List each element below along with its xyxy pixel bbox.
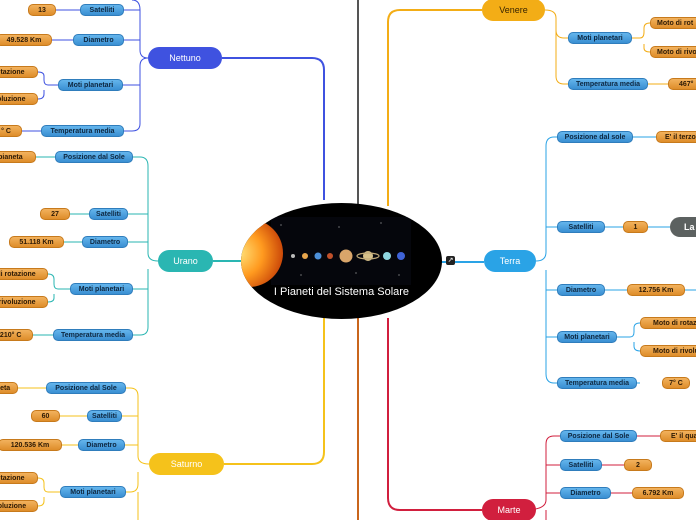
marte-posizione-label[interactable]: Posizione dal Sole [560, 430, 637, 442]
urano-posizione-label[interactable]: Posizione dal Sole [55, 151, 133, 163]
marte-diametro-value[interactable]: 6.792 Km [632, 487, 684, 499]
urano-temperatura-label[interactable]: Temperatura media [53, 329, 133, 341]
urano-rivoluzione[interactable]: di rivoluzione [0, 296, 48, 308]
saturno-moti-label[interactable]: Moti planetari [60, 486, 126, 498]
marte-satelliti-label[interactable]: Satelliti [560, 459, 602, 471]
terra-rotazione[interactable]: Moto di rotazio [640, 317, 696, 329]
planet-venere[interactable]: Venere [482, 0, 545, 21]
terra-satelliti-label[interactable]: Satelliti [557, 221, 605, 233]
nettuno-satelliti-label[interactable]: Satelliti [80, 4, 124, 16]
central-topic-title: I Pianeti del Sistema Solare [273, 286, 410, 298]
marte-satelliti-value[interactable]: 2 [624, 459, 652, 471]
venere-rivoluzione[interactable]: Moto di rivo [650, 46, 696, 58]
planet-nettuno[interactable]: Nettuno [148, 47, 222, 69]
nettuno-satelliti-value[interactable]: 13 [28, 4, 56, 16]
saturno-rivoluzione[interactable]: ivoluzione [0, 500, 38, 512]
nettuno-diametro-label[interactable]: Diametro [73, 34, 124, 46]
venere-moti-label[interactable]: Moti planetari [568, 32, 632, 44]
planet-urano[interactable]: Urano [158, 250, 213, 272]
urano-temperatura-value[interactable]: -210° C [0, 329, 33, 341]
external-link-icon[interactable]: ↗ [446, 256, 455, 265]
marte-diametro-label[interactable]: Diametro [560, 487, 611, 499]
terra-luna-node[interactable]: La [670, 217, 696, 237]
central-topic[interactable]: I Pianeti del Sistema Solare [241, 203, 442, 319]
marte-posizione-value[interactable]: E' il qua [660, 430, 696, 442]
nettuno-rivoluzione[interactable]: rivoluzione [0, 93, 38, 105]
nettuno-temperatura-value[interactable]: ° C [0, 125, 22, 137]
urano-moti-label[interactable]: Moti planetari [70, 283, 133, 295]
urano-diametro-label[interactable]: Diametro [82, 236, 128, 248]
venere-rotazione[interactable]: Moto di rot [650, 17, 696, 29]
venere-temperatura-label[interactable]: Temperatura media [568, 78, 648, 90]
saturno-posizione-value[interactable]: neta [0, 382, 18, 394]
nettuno-diametro-value[interactable]: 49.528 Km [0, 34, 52, 46]
saturno-satelliti-label[interactable]: Satelliti [87, 410, 122, 422]
terra-rivoluzione[interactable]: Moto di rivolu [640, 345, 696, 357]
solar-system-image [241, 217, 411, 287]
planet-marte[interactable]: Marte [482, 499, 536, 520]
nettuno-temperatura-label[interactable]: Temperatura media [41, 125, 124, 137]
urano-rotazione[interactable]: di rotazione [0, 268, 48, 280]
saturno-posizione-label[interactable]: Posizione dal Sole [46, 382, 126, 394]
urano-diametro-value[interactable]: 51.118 Km [9, 236, 64, 248]
terra-diametro-label[interactable]: Diametro [557, 284, 605, 296]
terra-posizione-value[interactable]: E' il terzo [656, 131, 696, 143]
planet-saturno[interactable]: Saturno [149, 453, 224, 475]
saturno-diametro-value[interactable]: 120.536 Km [0, 439, 62, 451]
terra-temperatura-value[interactable]: 7° C [662, 377, 690, 389]
saturno-diametro-label[interactable]: Diametro [78, 439, 125, 451]
nettuno-moti-label[interactable]: Moti planetari [58, 79, 123, 91]
terra-temperatura-label[interactable]: Temperatura media [557, 377, 637, 389]
terra-diametro-value[interactable]: 12.756 Km [627, 284, 685, 296]
urano-satelliti-value[interactable]: 27 [40, 208, 70, 220]
urano-posizione-value[interactable]: ° pianeta [0, 151, 36, 163]
terra-satelliti-value[interactable]: 1 [623, 221, 648, 233]
saturno-rotazione[interactable]: rotazione [0, 472, 38, 484]
terra-moti-label[interactable]: Moti planetari [557, 331, 617, 343]
terra-posizione-label[interactable]: Posizione dal sole [557, 131, 633, 143]
urano-satelliti-label[interactable]: Satelliti [89, 208, 128, 220]
planet-terra[interactable]: Terra [484, 250, 536, 272]
saturno-satelliti-value[interactable]: 60 [31, 410, 60, 422]
venere-temperatura-value[interactable]: 467° [668, 78, 696, 90]
nettuno-rotazione[interactable]: rotazione [0, 66, 38, 78]
